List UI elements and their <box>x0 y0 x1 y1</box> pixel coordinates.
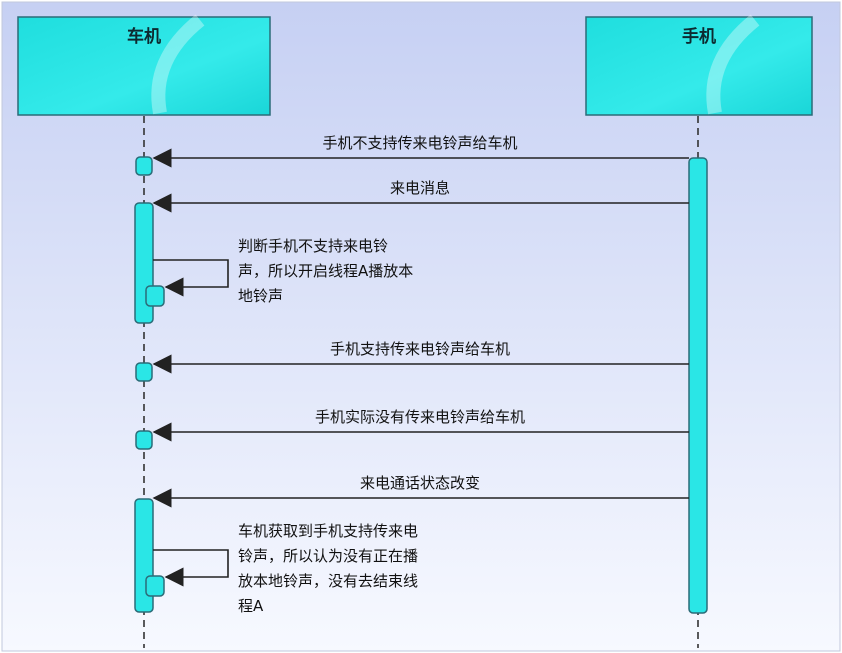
svg-text:地铃声: 地铃声 <box>238 287 283 305</box>
self-call-note-1: 判断手机不支持来电铃 声，所以开启线程A播放本 地铃声 <box>238 237 413 305</box>
lifeline-header-car: 车机 <box>17 14 271 116</box>
self-call-arrow-1 <box>153 259 229 297</box>
svg-text:声，所以开启线程A播放本: 声，所以开启线程A播放本 <box>238 262 413 280</box>
lifeline-title-phone: 手机 <box>682 26 716 47</box>
activation-car-1 <box>135 156 153 176</box>
svg-text:车机获取到手机支持传来电: 车机获取到手机支持传来电 <box>238 522 418 540</box>
message-label-5: 来电通话状态改变 <box>360 474 480 492</box>
lifeline-header-phone: 手机 <box>585 14 813 116</box>
message-label-3: 手机支持传来电铃声给车机 <box>330 340 510 358</box>
self-call-note-2: 车机获取到手机支持传来电 铃声，所以认为没有正在播 放本地铃声，没有去结束线 程… <box>238 522 418 615</box>
self-call-arrow-2 <box>153 549 229 587</box>
lifeline-title-car: 车机 <box>127 26 161 47</box>
activation-car-3 <box>135 362 153 382</box>
activation-car-5-nested <box>145 575 165 597</box>
message-label-4: 手机实际没有传来电铃声给车机 <box>315 408 525 426</box>
activation-car-2-nested <box>145 285 165 307</box>
svg-text:放本地铃声，没有去结束线: 放本地铃声，没有去结束线 <box>238 572 418 590</box>
message-label-2: 来电消息 <box>390 179 450 197</box>
activation-car-4 <box>135 430 153 450</box>
activation-bar-phone <box>688 157 708 614</box>
message-label-1: 手机不支持传来电铃声给车机 <box>322 134 517 152</box>
svg-text:判断手机不支持来电铃: 判断手机不支持来电铃 <box>238 237 388 255</box>
svg-text:程A: 程A <box>238 597 264 615</box>
svg-text:铃声，所以认为没有正在播: 铃声，所以认为没有正在播 <box>238 547 418 565</box>
